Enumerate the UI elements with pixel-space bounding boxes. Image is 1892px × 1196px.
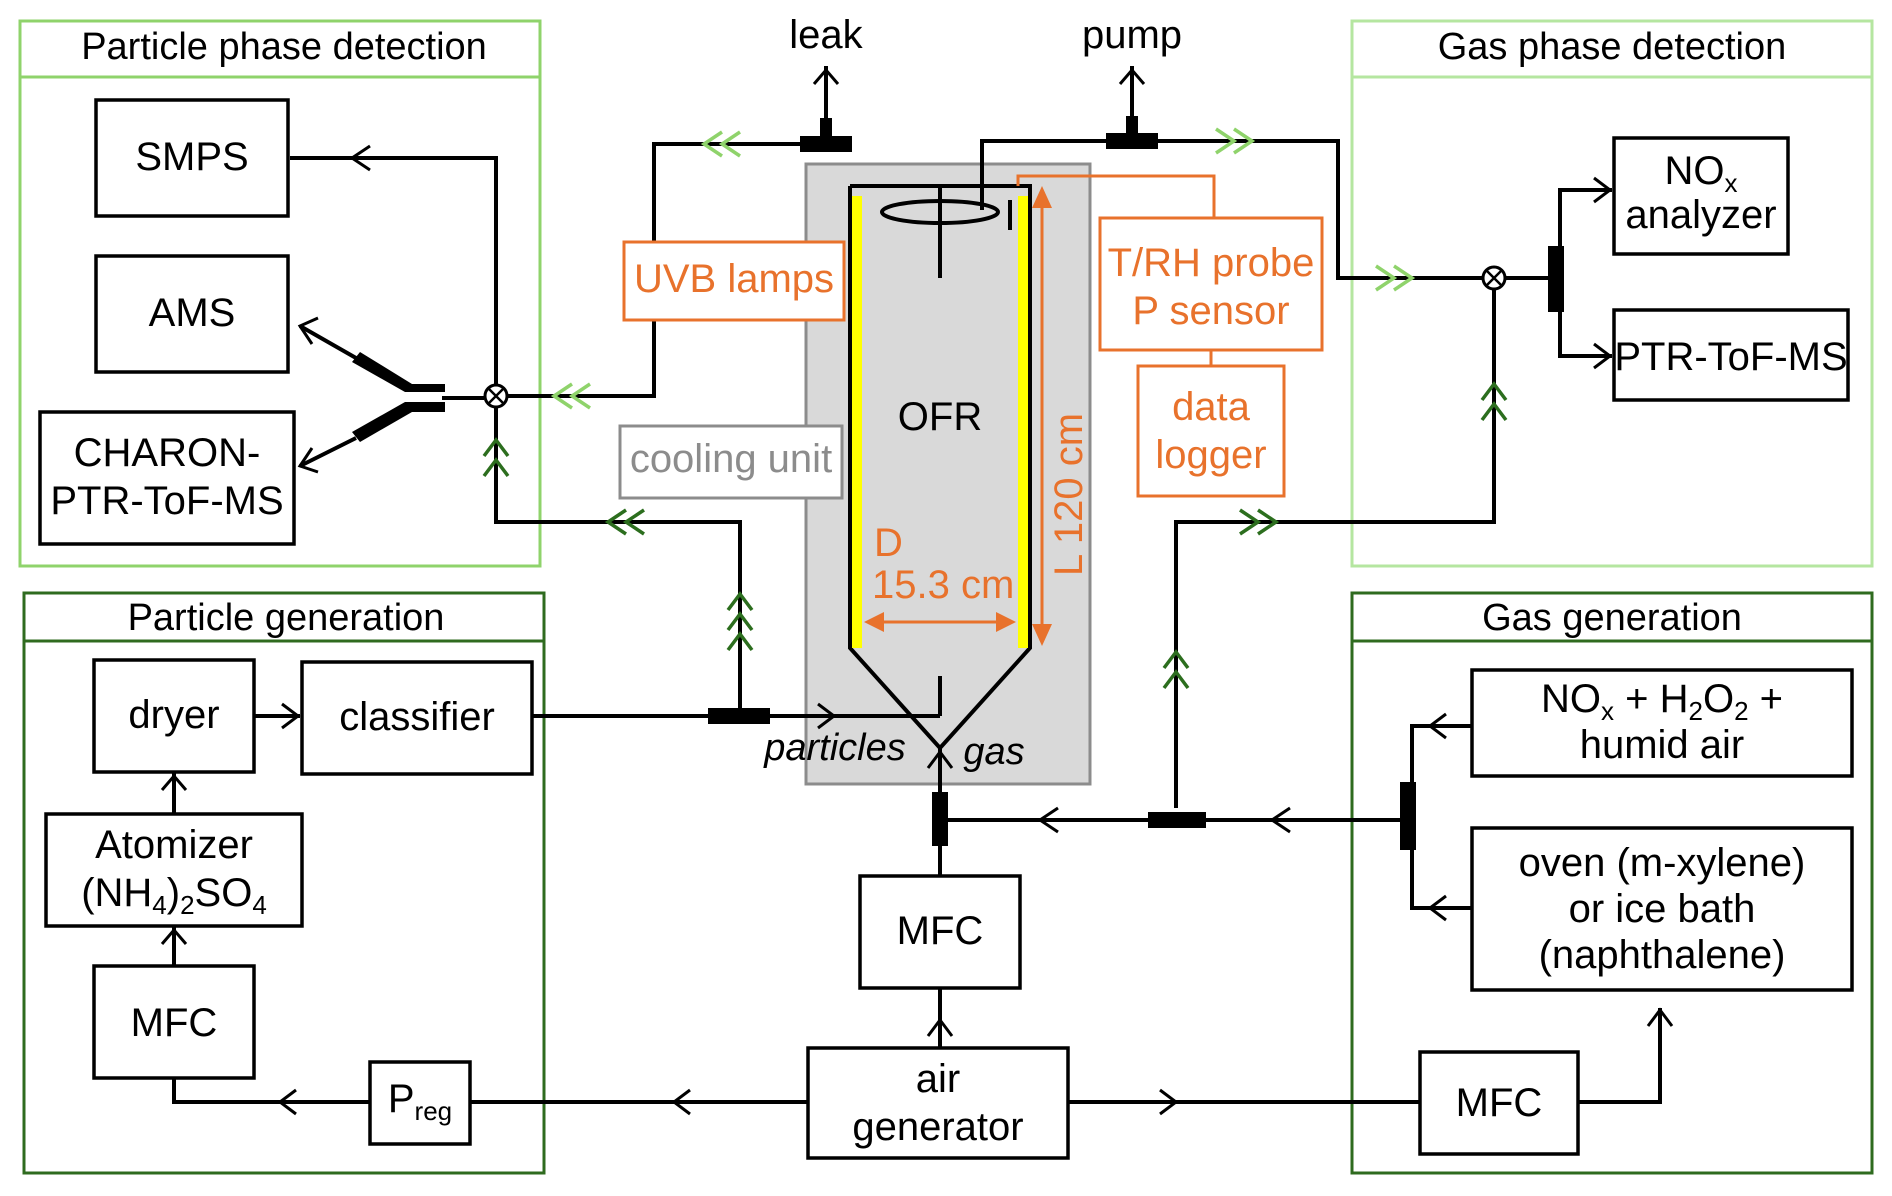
nox-h2o2-label-1: NOx + H2O2 + bbox=[1541, 677, 1783, 726]
nox-analyzer-label-1: NOx bbox=[1665, 149, 1738, 198]
smps-label: SMPS bbox=[135, 135, 248, 179]
pump-label: pump bbox=[1082, 13, 1182, 57]
length-label: L 120 cm bbox=[1047, 413, 1091, 576]
charon-label-2: PTR-ToF-MS bbox=[50, 479, 283, 523]
classifier-label: classifier bbox=[339, 695, 495, 739]
cooling-unit-box bbox=[618, 424, 844, 500]
dimension-length: L 120 cm bbox=[1032, 186, 1091, 646]
ofr-reactor: OFR bbox=[848, 184, 1032, 751]
nox-h2o2-label-2: humid air bbox=[1580, 723, 1745, 767]
particle-detection-title: Particle phase detection bbox=[81, 26, 487, 68]
particle-inlet-tee bbox=[708, 708, 770, 724]
oven-label-2: or ice bath bbox=[1569, 887, 1756, 931]
uv-lamp-left bbox=[852, 196, 862, 648]
gas-generation-title: Gas generation bbox=[1482, 597, 1742, 639]
preg-box bbox=[368, 1060, 472, 1146]
air-generator-label-2: generator bbox=[852, 1105, 1023, 1149]
air-generator-box bbox=[806, 1046, 1070, 1160]
gas-detection-tee bbox=[1548, 246, 1564, 312]
ptr-tof-ms-box bbox=[1612, 308, 1850, 402]
p-sensor-label: P sensor bbox=[1132, 289, 1289, 333]
gas-inlet-label: gas bbox=[963, 731, 1024, 773]
data-logger-box bbox=[1136, 364, 1286, 498]
charon-box bbox=[38, 410, 296, 546]
nox-h2o2-box bbox=[1470, 668, 1854, 778]
leak-label: leak bbox=[789, 13, 863, 57]
trh-probe-label: T/RH probe bbox=[1108, 241, 1315, 285]
dryer-box bbox=[92, 658, 256, 774]
classifier-box bbox=[300, 660, 534, 776]
particle-generation-section: Particle generation bbox=[22, 591, 546, 1175]
particles-inlet-label: particles bbox=[763, 727, 906, 769]
nox-analyzer-box bbox=[1612, 136, 1790, 256]
charon-label-1: CHARON- bbox=[74, 431, 261, 475]
trh-probe-box bbox=[1098, 216, 1324, 352]
gas-detection-section: Gas phase detection bbox=[1350, 19, 1874, 568]
smps-box bbox=[94, 98, 290, 218]
diameter-symbol: D bbox=[874, 521, 903, 565]
oven-label-3: (naphthalene) bbox=[1539, 933, 1786, 977]
ofr-label: OFR bbox=[898, 395, 982, 439]
data-logger-label-2: logger bbox=[1155, 433, 1266, 477]
dryer-label: dryer bbox=[128, 693, 219, 737]
uvb-lamps-label: UVB lamps bbox=[634, 257, 834, 301]
ams-label: AMS bbox=[149, 291, 236, 335]
gas-detection-title: Gas phase detection bbox=[1438, 26, 1787, 68]
bypass-tee bbox=[1148, 812, 1206, 828]
cooling-unit-label: cooling unit bbox=[630, 437, 832, 481]
dimension-diameter: D 15.3 cm bbox=[864, 521, 1016, 632]
air-generator-label-1: air bbox=[916, 1057, 960, 1101]
nox-analyzer-label-2: analyzer bbox=[1625, 193, 1776, 237]
diameter-value: 15.3 cm bbox=[872, 563, 1014, 607]
particle-detection-section: Particle phase detection bbox=[18, 19, 542, 568]
uv-lamp-right bbox=[1018, 196, 1028, 648]
atomizer-label-1: Atomizer bbox=[95, 823, 253, 867]
ptr-tof-ms-label: PTR-ToF-MS bbox=[1614, 335, 1847, 379]
gas-generation-section: Gas generation bbox=[1350, 591, 1874, 1175]
atomizer-label-2: (NH4)2SO4 bbox=[81, 871, 267, 920]
preg-label: Preg bbox=[388, 1077, 452, 1126]
particle-generation-title: Particle generation bbox=[128, 597, 445, 639]
oven-label-1: oven (m-xylene) bbox=[1519, 841, 1806, 885]
oven-box bbox=[1470, 826, 1854, 992]
mfc-center-label: MFC bbox=[897, 909, 984, 953]
data-logger-label-1: data bbox=[1172, 385, 1251, 429]
uvb-lamps-box bbox=[622, 240, 846, 322]
ams-box bbox=[94, 254, 290, 374]
mfc-particle-label: MFC bbox=[131, 1001, 218, 1045]
mfc-gas-label: MFC bbox=[1456, 1081, 1543, 1125]
